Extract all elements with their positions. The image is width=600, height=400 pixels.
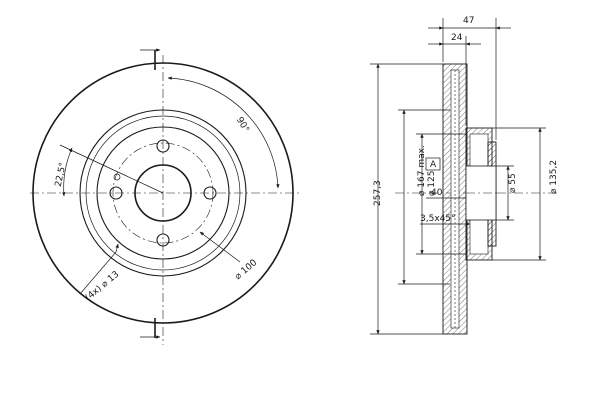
bolt-holes-label: (4x) ⌀ 13	[84, 270, 122, 304]
bolt-circle	[112, 142, 214, 244]
pcd-label: ⌀ 100	[233, 258, 259, 282]
hub-face	[96, 126, 230, 260]
bolt-hole-leader-tip	[115, 243, 119, 253]
disc-outer-edge	[32, 62, 294, 324]
friction-ring-inner-edge	[79, 109, 247, 277]
center-bore	[134, 164, 192, 222]
bolt-hole-bottom	[156, 233, 170, 247]
hat-width-label: 24	[451, 33, 463, 43]
section-view: 47 24 257,3 ⌀ 167 max. ⌀ 125 A 40 3,5x45…	[370, 16, 560, 335]
outer-diameter-label: 257,3	[373, 180, 383, 206]
angle-90-label: 90°	[234, 116, 251, 135]
overall-width-label: 47	[463, 16, 474, 26]
pcd-leader	[199, 231, 241, 263]
angle-22-5-arc	[62, 147, 73, 197]
angle-22-5-leader	[59, 144, 164, 194]
datum-box-label: A	[430, 160, 437, 170]
center-bore-label: ⌀ 55	[508, 173, 518, 193]
front-view: 90° 22,5° (4x) ⌀ 13 ⌀ 100	[30, 48, 300, 345]
chamfer-label: 3,5x45°	[420, 214, 456, 224]
flange-diameter-label: ⌀ 135,2	[549, 160, 559, 194]
angle-22-5-label: 22,5°	[54, 162, 69, 188]
datum-box	[425, 157, 441, 171]
locating-hole	[113, 173, 121, 181]
hub-thickness-label: 40	[431, 188, 443, 198]
hat-outer-edge	[85, 115, 241, 271]
hub-diameter-label: ⌀ 125	[427, 171, 437, 196]
bolt-hole-leader	[79, 251, 117, 295]
bolt-hole-left	[109, 186, 123, 200]
angle-90-arc	[167, 76, 280, 189]
